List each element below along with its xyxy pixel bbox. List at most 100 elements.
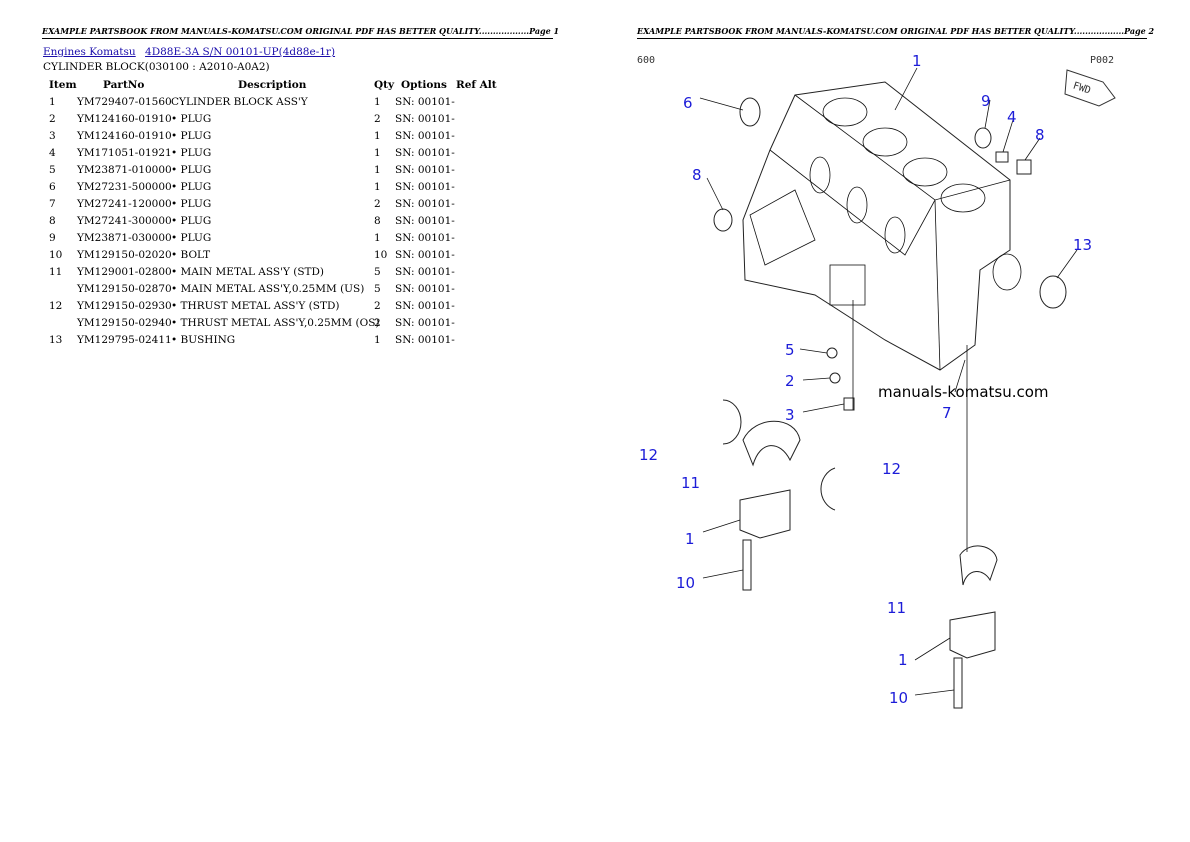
diagram-corner-code: 600 <box>637 55 655 66</box>
cell-item: 2 <box>49 113 56 125</box>
cell-desc: • PLUG <box>171 147 212 159</box>
cell-opt: SN: 00101- <box>395 283 455 295</box>
cell-part: YM27241-300000 <box>77 215 172 227</box>
plug-8-right-icon <box>974 127 992 149</box>
col-header-partno: PartNo <box>103 79 145 91</box>
callout-13: 13 <box>1073 236 1092 254</box>
callout-4: 8 <box>1035 126 1045 144</box>
cell-opt: SN: 00101- <box>395 266 455 278</box>
cell-desc: • MAIN METAL ASS'Y,0.25MM (US) <box>171 283 365 295</box>
plug-8-left-icon <box>713 208 733 232</box>
cell-qty: 5 <box>374 266 381 278</box>
cell-opt: SN: 00101- <box>395 130 455 142</box>
cell-desc: • PLUG <box>171 198 212 210</box>
main-metal-11-right-icon <box>959 545 998 586</box>
cell-item: 5 <box>49 164 56 176</box>
cell-qty: 1 <box>374 181 381 193</box>
cell-qty: 2 <box>374 317 381 329</box>
callout-11: 11 <box>887 599 906 617</box>
cell-item: 12 <box>49 300 63 312</box>
cell-part: YM27241-120000 <box>77 198 172 210</box>
cell-qty: 2 <box>374 300 381 312</box>
cell-desc: • PLUG <box>171 232 212 244</box>
callout-3: 3 <box>785 406 795 424</box>
cap-1-left-icon <box>739 489 791 539</box>
col-header-options: Options <box>401 79 447 91</box>
cell-qty: 1 <box>374 96 381 108</box>
watermark-text: manuals-komatsu.com <box>878 383 1049 401</box>
cell-desc: • THRUST METAL ASS'Y (STD) <box>171 300 340 312</box>
cell-part: YM171051-01921 <box>77 147 172 159</box>
diagram-ref-code: P002 <box>1090 55 1114 66</box>
callout-6: 6 <box>683 94 693 112</box>
plug-9-icon <box>995 151 1009 163</box>
cell-opt: SN: 00101- <box>395 113 455 125</box>
callout-9: 4 <box>1007 108 1017 126</box>
cell-opt: SN: 00101- <box>395 181 455 193</box>
exploded-parts-diagram: 600 P002 FWD <box>637 52 1116 709</box>
cell-opt: SN: 00101- <box>395 198 455 210</box>
cell-opt: SN: 00101- <box>395 334 455 346</box>
cell-qty: 10 <box>374 249 388 261</box>
callout-12: 12 <box>639 446 658 464</box>
cell-qty: 1 <box>374 232 381 244</box>
main-metal-11-left-icon <box>742 420 801 467</box>
cell-opt: SN: 00101- <box>395 232 455 244</box>
section-title: CYLINDER BLOCK(030100 : A2010-A0A2) <box>43 61 270 73</box>
cell-opt: SN: 00101- <box>395 249 455 261</box>
cell-desc: • THRUST METAL ASS'Y,0.25MM (OS) <box>171 317 380 329</box>
cell-item: 6 <box>49 181 56 193</box>
cell-item: 1 <box>49 96 56 108</box>
cell-part: YM27231-500000 <box>77 181 172 193</box>
cell-part: YM129150-02870 <box>77 283 172 295</box>
cell-qty: 1 <box>374 130 381 142</box>
callout-8: 9 <box>981 92 991 110</box>
cylinder-block-illustration <box>742 81 1022 371</box>
cell-desc: • PLUG <box>171 164 212 176</box>
plug-3-icon <box>843 397 855 411</box>
col-header-description: Description <box>238 79 307 91</box>
cell-part: YM124160-01910 <box>77 113 172 125</box>
cell-desc: • PLUG <box>171 181 212 193</box>
cap-1-right-icon <box>949 611 996 659</box>
page-2: EXAMPLE PARTSBOOK FROM MANUALS-KOMATSU.C… <box>595 0 1190 842</box>
cell-part: YM129150-02940 <box>77 317 172 329</box>
callout-10: 10 <box>889 689 908 707</box>
callout-12: 12 <box>882 460 901 478</box>
fwd-arrow-icon: FWD <box>1064 69 1116 107</box>
callout-11: 11 <box>681 474 700 492</box>
plug-5-icon <box>826 347 838 359</box>
cell-part: YM129001-02800 <box>77 266 172 278</box>
cell-part: YM729407-01560 <box>77 96 172 108</box>
callout-1: 1 <box>898 651 908 669</box>
cell-qty: 1 <box>374 147 381 159</box>
cell-desc: • PLUG <box>171 130 212 142</box>
cell-item: 11 <box>49 266 63 278</box>
col-header-qty: Qty <box>374 79 395 91</box>
fwd-label: FWD <box>1071 80 1092 96</box>
page-1: EXAMPLE PARTSBOOK FROM MANUALS-KOMATSU.C… <box>42 26 559 346</box>
cell-qty: 5 <box>374 283 381 295</box>
cell-part: YM129795-02411 <box>77 334 172 346</box>
cell-opt: SN: 00101- <box>395 317 455 329</box>
cell-item: 3 <box>49 130 56 142</box>
col-header-refalt: Ref Alt <box>456 79 497 91</box>
cell-opt: SN: 00101- <box>395 215 455 227</box>
breadcrumb-link-engines[interactable]: Engines Komatsu <box>43 46 136 58</box>
cell-desc: CYLINDER BLOCK ASS'Y <box>171 96 308 108</box>
breadcrumb-link-model[interactable]: 4D88E-3A S/N 00101-UP(4d88e-1r) <box>145 46 336 58</box>
callout-5: 5 <box>785 341 795 359</box>
thrust-metal-12-left-icon <box>722 399 742 445</box>
cell-desc: • PLUG <box>171 215 212 227</box>
plug-2-icon <box>829 372 841 384</box>
bushing-13-icon <box>1039 275 1067 309</box>
cell-desc: • MAIN METAL ASS'Y (STD) <box>171 266 325 278</box>
cell-part: YM23871-010000 <box>77 164 172 176</box>
bolt-10-right-icon <box>953 657 963 709</box>
page-header: EXAMPLE PARTSBOOK FROM MANUALS-KOMATSU.C… <box>42 26 559 39</box>
plug-6-icon <box>739 97 761 127</box>
page-header: EXAMPLE PARTSBOOK FROM MANUALS-KOMATSU.C… <box>637 26 1154 39</box>
cell-part: YM124160-01910 <box>77 130 172 142</box>
callout-7: 7 <box>942 404 952 422</box>
cell-item: 8 <box>49 215 56 227</box>
